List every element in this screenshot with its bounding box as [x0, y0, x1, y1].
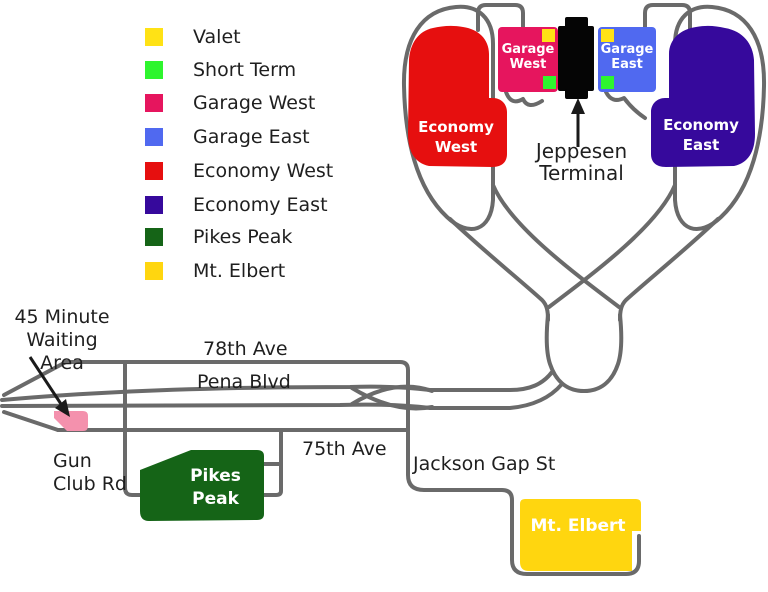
road-diagonal-west-cross [491, 183, 621, 309]
legend-label: Economy West [193, 160, 334, 182]
legend-label: Garage East [193, 126, 310, 148]
road-gun-club [123, 360, 144, 497]
mt-elbert-swatch [145, 262, 163, 280]
garage-east-label: Garage East [600, 42, 654, 72]
road-scallop-east [604, 90, 647, 120]
road-pena-braid-down [350, 386, 434, 411]
terminal-label: Jeppesen Terminal [535, 139, 628, 185]
road-left-tip-lower [2, 410, 60, 432]
legend-label: Economy East [193, 194, 328, 216]
legend-label: Pikes Peak [193, 226, 293, 248]
garage-west-swatch [145, 94, 163, 112]
road-label-78th-ave: 78th Ave [203, 338, 288, 360]
legend-item-short-term: Short Term [145, 59, 297, 81]
road-diagonal-west-outer [448, 217, 550, 322]
legend-item-valet: Valet [145, 26, 241, 48]
valet-swatch [145, 28, 163, 46]
economy-east-area [651, 25, 755, 167]
pikes-peak-swatch [145, 228, 163, 246]
legend-label: Short Term [193, 59, 297, 81]
road-ramp-upper [428, 370, 554, 392]
road-diagonal-east-cross [547, 183, 677, 309]
pikes-peak-area [140, 450, 264, 521]
economy-east-label: Economy East [663, 116, 739, 154]
garage-west-area [498, 27, 558, 92]
road-label-jackson-gap: Jackson Gap St [413, 453, 556, 475]
waiting-area-shape [54, 411, 88, 431]
mt-elbert-label: Mt. Elbert [530, 516, 626, 536]
jeppesen-terminal-shape [558, 17, 594, 99]
terminal-pointer-arrow [571, 98, 585, 147]
road-pikes-bracket [262, 430, 283, 497]
legend-item-economy-west: Economy West [145, 160, 334, 182]
economy-east-swatch [145, 196, 163, 214]
road-label-75th-ave: 75th Ave [302, 438, 387, 460]
road-left-tip-upper [2, 360, 68, 397]
garage-west-label: Garage West [501, 42, 555, 72]
road-top-loop-east [643, 3, 692, 32]
road-network [0, 3, 767, 576]
road-teardrop-loop [544, 313, 624, 393]
pikes-peak-label: Pikes Peak [190, 466, 241, 509]
garage-west-short-term-square [543, 76, 556, 89]
garage-west-valet-square [542, 29, 555, 42]
legend-label: Valet [193, 26, 241, 48]
road-pena-braid-up [350, 384, 434, 406]
road-78th-jackson-gap [64, 360, 641, 576]
economy-west-swatch [145, 162, 163, 180]
waiting-area-label: 45 Minute Waiting Area [14, 306, 110, 374]
garage-east-area [598, 27, 656, 92]
road-economy-east-loop [673, 4, 767, 232]
legend-label: Garage West [193, 92, 316, 114]
legend-label: Mt. Elbert [193, 260, 286, 282]
garage-east-valet-square [601, 29, 614, 42]
road-label-pena-blvd: Pena Blvd [197, 371, 291, 393]
legend-item-garage-west: Garage West [145, 92, 316, 114]
legend-item-pikes-peak: Pikes Peak [145, 226, 293, 248]
garage-east-short-term-square [601, 76, 614, 89]
legend-item-garage-east: Garage East [145, 126, 310, 148]
road-top-loop-west [476, 3, 525, 32]
legend-item-mt-elbert: Mt. Elbert [145, 260, 286, 282]
road-scallop-west [504, 90, 544, 107]
mt-elbert-area [520, 499, 641, 571]
road-ramp-lower [428, 382, 564, 410]
legend-item-economy-east: Economy East [145, 194, 328, 216]
economy-west-area [408, 25, 507, 167]
road-economy-west-loop [401, 4, 495, 232]
short-term-swatch [145, 61, 163, 79]
economy-west-label: Economy West [418, 118, 494, 156]
garage-east-swatch [145, 128, 163, 146]
road-label-gun-club: Gun Club Rd [53, 450, 127, 495]
road-diagonal-east-outer [618, 217, 720, 322]
waiting-area-pointer-arrow [28, 356, 70, 417]
